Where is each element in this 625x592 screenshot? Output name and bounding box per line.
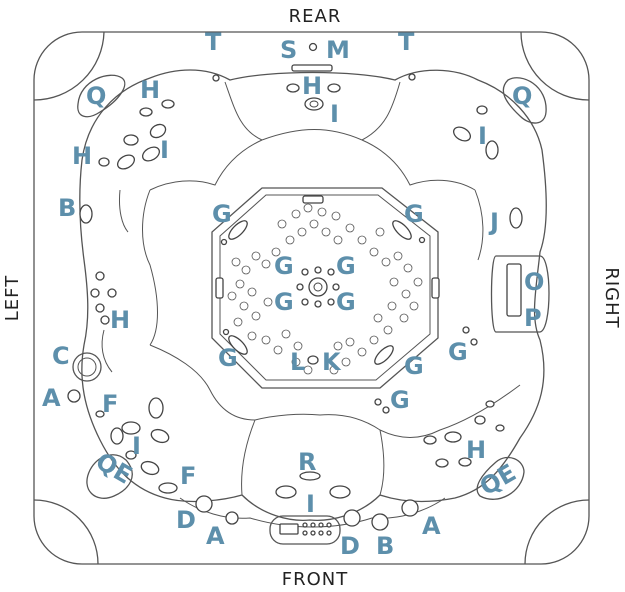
front-label: FRONT (282, 569, 349, 590)
controls (67, 352, 419, 545)
label-h-rear-left: H (140, 76, 160, 104)
tub-outline (33, 31, 590, 565)
label-b-left: B (58, 194, 76, 222)
label-c: C (52, 342, 70, 370)
label-i-rear: I (330, 100, 339, 128)
bubble-field (227, 203, 423, 375)
jets (79, 42, 523, 499)
label-i-left: I (160, 136, 169, 164)
label-g-center-2: G (336, 252, 356, 280)
label-t-right: T (398, 28, 415, 56)
label-g-center-4: G (336, 288, 356, 316)
label-q-rear-left: Q (86, 82, 106, 110)
label-s: S (280, 36, 297, 64)
label-a-left: A (42, 384, 61, 412)
label-h-left-mid: H (110, 306, 130, 334)
label-qe-right: QE (475, 459, 521, 502)
label-p: P (524, 304, 542, 332)
label-g-right-step: G (448, 338, 468, 366)
label-i-front-left: I (132, 432, 141, 460)
label-m: M (326, 36, 350, 64)
footwell-jets (296, 266, 340, 365)
callout-labels: T S M T H I Q H Q H I I B G G J G G G G … (42, 28, 544, 560)
label-b-front: B (376, 532, 394, 560)
right-label: RIGHT (601, 267, 622, 328)
label-l: L (290, 348, 305, 376)
label-f-lower: F (180, 462, 196, 490)
label-g-center-3: G (274, 288, 294, 316)
label-f-upper: F (102, 390, 118, 418)
label-i-right: I (478, 122, 487, 150)
label-g-front-right: G (390, 386, 410, 414)
rear-label: REAR (289, 6, 342, 27)
label-d-right: D (340, 532, 360, 560)
label-d-left: D (176, 506, 196, 534)
label-g-center-1: G (274, 252, 294, 280)
label-g-lower-right: G (404, 352, 424, 380)
footwell (211, 187, 439, 389)
label-i-front: I (306, 490, 315, 518)
seating-outline (79, 69, 547, 528)
label-g-lower-left: G (218, 344, 238, 372)
label-h-front-right: H (466, 436, 486, 464)
label-h-left: H (72, 142, 92, 170)
label-g-top-left: G (212, 200, 232, 228)
label-k: K (322, 348, 342, 376)
rollers (215, 64, 550, 333)
label-a-front-left: A (206, 522, 225, 550)
label-j: J (488, 208, 499, 236)
label-r: R (298, 448, 316, 476)
label-o: O (524, 268, 544, 296)
label-h-rear: H (302, 72, 322, 100)
label-q-rear-right: Q (512, 82, 532, 110)
pillows (77, 74, 547, 500)
label-t-left: T (205, 28, 222, 56)
label-a-front-right: A (422, 512, 441, 540)
label-g-top-right: G (404, 200, 424, 228)
left-label: LEFT (2, 275, 23, 321)
